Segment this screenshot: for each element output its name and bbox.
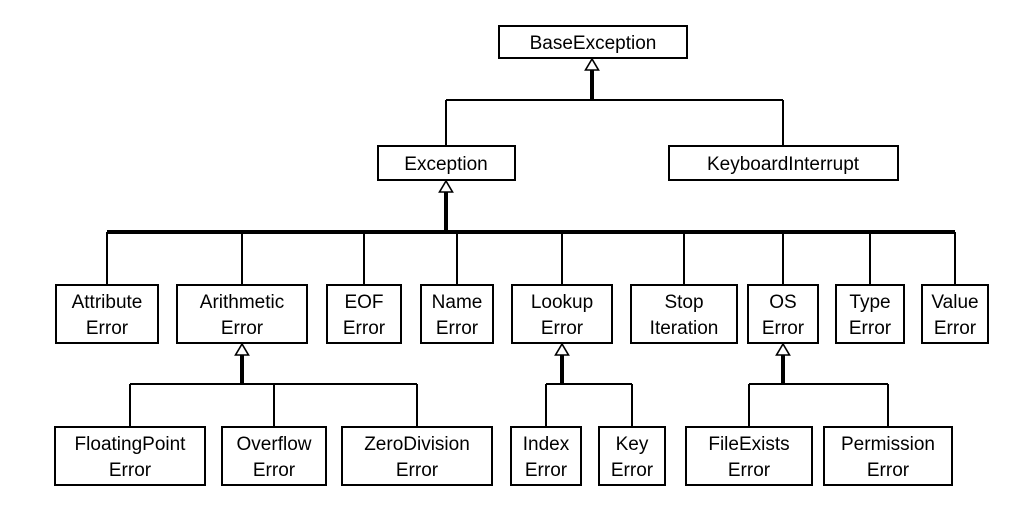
node-label: BaseException [530,33,657,54]
node-label-line2: Iteration [650,318,719,339]
node-overflow-error: Overflow Error [221,426,327,486]
node-label-line1: Key [616,434,649,455]
node-label-line1: Permission [841,434,935,455]
node-label-line2: Error [849,318,892,339]
node-label-line1: Attribute [72,292,143,313]
node-type-error: Type Error [835,284,905,344]
node-value-error: Value Error [921,284,989,344]
node-label-line2: Error [86,318,129,339]
node-label: KeyboardInterrupt [707,154,860,175]
node-label-line2: Error [253,460,296,481]
node-label-line1: FileExists [708,434,789,455]
node-floating-point-error: FloatingPoint Error [54,426,206,486]
node-label-line1: Stop [664,292,703,313]
node-label-line2: Error [728,460,771,481]
node-file-exists-error: FileExists Error [685,426,813,486]
node-label-line1: ZeroDivision [364,434,470,455]
node-label-line1: Index [523,434,570,455]
node-stop-iteration: Stop Iteration [630,284,738,344]
inheritance-arrow [438,179,454,193]
node-label-line2: Error [934,318,977,339]
node-label-line2: Error [396,460,439,481]
inheritance-arrow [775,342,791,356]
node-label-line1: Lookup [531,292,593,313]
node-eof-error: EOF Error [326,284,402,344]
node-label-line1: Overflow [237,434,312,455]
node-exception: Exception [377,145,516,181]
node-label-line1: FloatingPoint [75,434,187,455]
node-lookup-error: Lookup Error [511,284,613,344]
node-key-error: Key Error [598,426,666,486]
node-label-line2: Error [867,460,910,481]
node-label-line1: OS [769,292,796,313]
node-label-line1: Name [432,292,483,313]
node-label-line2: Error [762,318,805,339]
node-label-line2: Error [436,318,479,339]
connectors [106,57,956,426]
inheritance-arrow [584,57,600,71]
node-label: Exception [404,154,487,175]
node-index-error: Index Error [510,426,582,486]
node-label-line2: Error [343,318,386,339]
node-name-error: Name Error [420,284,494,344]
node-label-line1: Value [931,292,978,313]
node-arithmetic-error: Arithmetic Error [176,284,308,344]
inheritance-arrow [554,342,570,356]
node-label-line2: Error [611,460,654,481]
node-attribute-error: Attribute Error [55,284,159,344]
node-zero-division-error: ZeroDivision Error [341,426,493,486]
node-permission-error: Permission Error [823,426,953,486]
node-base-exception: BaseException [498,25,688,59]
node-os-error: OS Error [747,284,819,344]
node-keyboard-interrupt: KeyboardInterrupt [668,145,899,181]
node-label-line2: Error [541,318,584,339]
node-label-line1: Arithmetic [200,292,284,313]
node-label-line2: Error [221,318,264,339]
node-label-line2: Error [109,460,152,481]
node-label-line1: Type [849,292,890,313]
inheritance-arrow [234,342,250,356]
node-label-line1: EOF [344,292,383,313]
node-label-line2: Error [525,460,568,481]
